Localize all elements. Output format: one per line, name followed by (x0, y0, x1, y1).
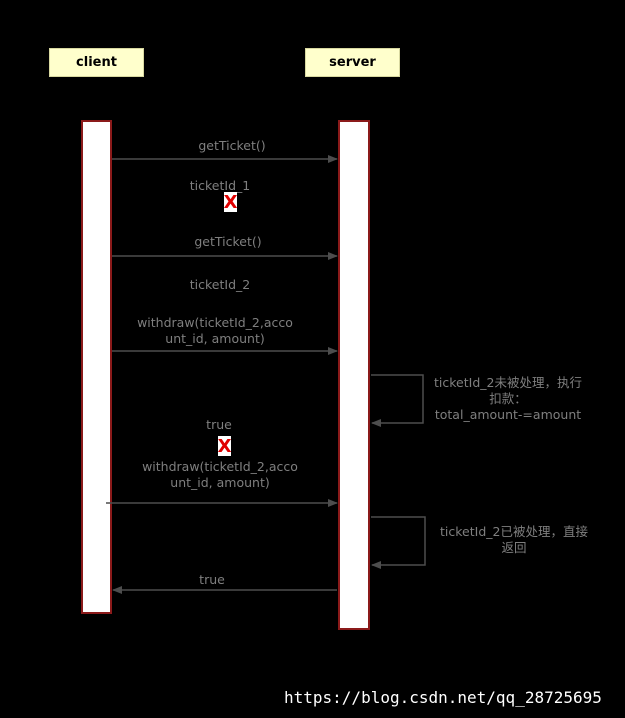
message-label-true-1: true (206, 417, 232, 432)
message-label-withdraw-2: withdraw(ticketId_2,acco unt_id, amount) (125, 459, 315, 491)
withdraw-2-line-1: withdraw(ticketId_2,acco (142, 459, 298, 474)
withdraw-2-line-2: unt_id, amount) (170, 475, 270, 490)
participant-client-label: client (76, 55, 117, 70)
self-call-note-1: ticketId_2未被处理，执行 扣款： total_amount-=amou… (420, 375, 596, 423)
lost-message-x-icon: X (223, 191, 238, 213)
self-call-note-1-line-2: 扣款： (489, 391, 527, 406)
arrow-self-call-1 (371, 374, 424, 427)
withdraw-1-line-2: unt_id, amount) (165, 331, 265, 346)
participant-server: server (305, 48, 400, 77)
message-label-withdraw-1: withdraw(ticketId_2,acco unt_id, amount) (120, 315, 310, 347)
self-call-note-2-line-1: ticketId_2已被处理，直接 (440, 524, 588, 539)
lost-message-x-icon: X (217, 435, 232, 457)
self-call-note-2-line-2: 返回 (501, 540, 527, 555)
withdraw-1-line-1: withdraw(ticketId_2,acco (137, 315, 293, 330)
self-call-note-1-line-1: ticketId_2未被处理，执行 (434, 375, 582, 390)
self-call-note-2: ticketId_2已被处理，直接 返回 (426, 524, 602, 556)
participant-client: client (49, 48, 144, 77)
message-label-true-2: true (199, 572, 225, 587)
arrow-self-call-2 (371, 516, 426, 569)
server-activation-bar (338, 120, 370, 630)
client-activation-bar (81, 120, 112, 614)
message-label-ticket-id-2: ticketId_2 (189, 277, 251, 292)
self-call-note-1-line-3: total_amount-=amount (434, 407, 582, 422)
message-label-ticket-id-1: ticketId_1 (189, 178, 251, 193)
watermark-url: https://blog.csdn.net/qq_28725695 (284, 688, 602, 707)
message-label-get-ticket-1: getTicket() (198, 138, 266, 153)
participant-server-label: server (329, 55, 376, 70)
message-label-get-ticket-2: getTicket() (194, 234, 262, 249)
